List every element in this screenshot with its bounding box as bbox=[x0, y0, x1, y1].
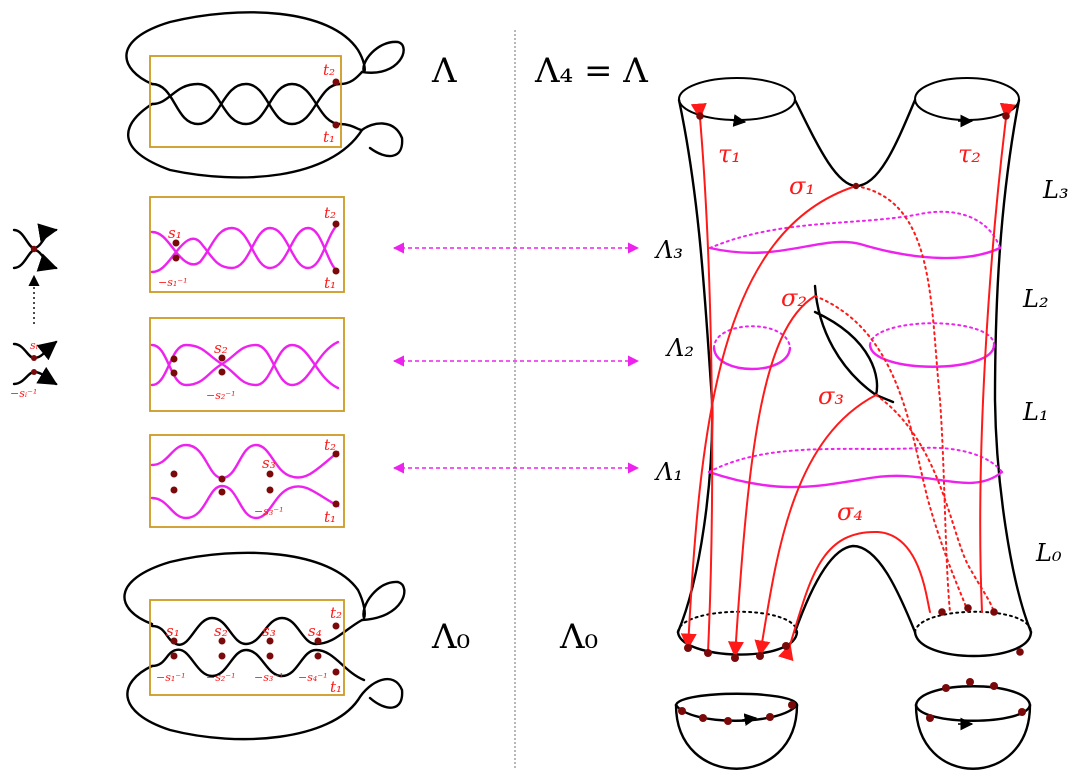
braid-box-3: s₃ −s₃⁻¹ t₂ t₁ bbox=[149, 434, 345, 528]
level-L0: L₀ bbox=[1035, 539, 1062, 567]
sigma1-label: σ₁ bbox=[789, 172, 815, 200]
b-ns1: −s₁⁻¹ bbox=[156, 671, 186, 684]
tau1-label: τ₁ bbox=[718, 140, 741, 168]
legend-nsi: −sᵢ⁻¹ bbox=[10, 387, 37, 400]
bottom-caps bbox=[674, 678, 1032, 770]
bottom-knot-diagram: s₁ s₂ s₃ s₄ −s₁⁻¹ −s₂⁻¹ −s₃⁻¹ −s₄⁻¹ t₂ t… bbox=[123, 551, 406, 741]
braid-box-1: s₁ −s₁⁻¹ t₂ t₁ bbox=[149, 196, 345, 293]
b-t2: t₂ bbox=[330, 604, 342, 622]
box2-s: s₂ bbox=[214, 339, 228, 357]
slice-label-1: Λ₁ bbox=[654, 458, 683, 486]
rim-dots bbox=[684, 112, 1024, 662]
crossing-legend: sᵢ −sᵢ⁻¹ bbox=[10, 223, 58, 400]
lambda0-right-label: Λ₀ bbox=[559, 617, 598, 657]
lambda-label: Λ bbox=[431, 51, 457, 91]
box3-s: s₃ bbox=[262, 454, 276, 472]
level-L1: L₁ bbox=[1022, 398, 1049, 426]
b-ns3: −s₃⁻¹ bbox=[254, 671, 284, 684]
b-t1: t₁ bbox=[330, 678, 342, 696]
box2-ns: −s₂⁻¹ bbox=[206, 389, 236, 402]
b-ns4: −s₄⁻¹ bbox=[298, 671, 328, 684]
slice-lambda2 bbox=[712, 322, 996, 371]
box1-t2: t₂ bbox=[324, 204, 336, 222]
b-s3: s₃ bbox=[262, 622, 276, 640]
t2-label: t₂ bbox=[323, 61, 335, 79]
box1-s: s₁ bbox=[168, 224, 182, 242]
sigma3-label: σ₃ bbox=[818, 382, 844, 410]
slice-lambda3 bbox=[708, 210, 1002, 260]
tau2-label: τ₂ bbox=[958, 140, 981, 168]
b-ns2: −s₂⁻¹ bbox=[206, 671, 236, 684]
lambda0-left-label: Λ₀ bbox=[431, 617, 470, 657]
legend-si: sᵢ bbox=[30, 339, 38, 352]
reeb-chords bbox=[680, 102, 1016, 662]
box3-ns: −s₃⁻¹ bbox=[254, 505, 284, 518]
b-s2: s₂ bbox=[214, 622, 228, 640]
t1-label: t₁ bbox=[323, 128, 335, 146]
level-L2: L₂ bbox=[1022, 285, 1049, 313]
sigma4-label: σ₄ bbox=[837, 498, 863, 526]
b-s1: s₁ bbox=[166, 622, 180, 640]
box1-ns: −s₁⁻¹ bbox=[158, 276, 188, 289]
slice-label-3: Λ₃ bbox=[654, 236, 683, 264]
b-s4: s₄ bbox=[308, 622, 322, 640]
box3-t1: t₁ bbox=[324, 508, 336, 526]
slice-label-2: Λ₂ bbox=[665, 334, 694, 362]
box1-t1: t₁ bbox=[324, 274, 336, 292]
level-L3: L₃ bbox=[1042, 176, 1069, 204]
box3-t2: t₂ bbox=[324, 436, 336, 454]
sigma2-label: σ₂ bbox=[781, 284, 807, 312]
lambda4-label: Λ₄ = Λ bbox=[534, 51, 648, 91]
braid-box-2: s₂ −s₂⁻¹ bbox=[149, 317, 345, 412]
top-knot-diagram: t₂ t₁ bbox=[125, 11, 405, 179]
